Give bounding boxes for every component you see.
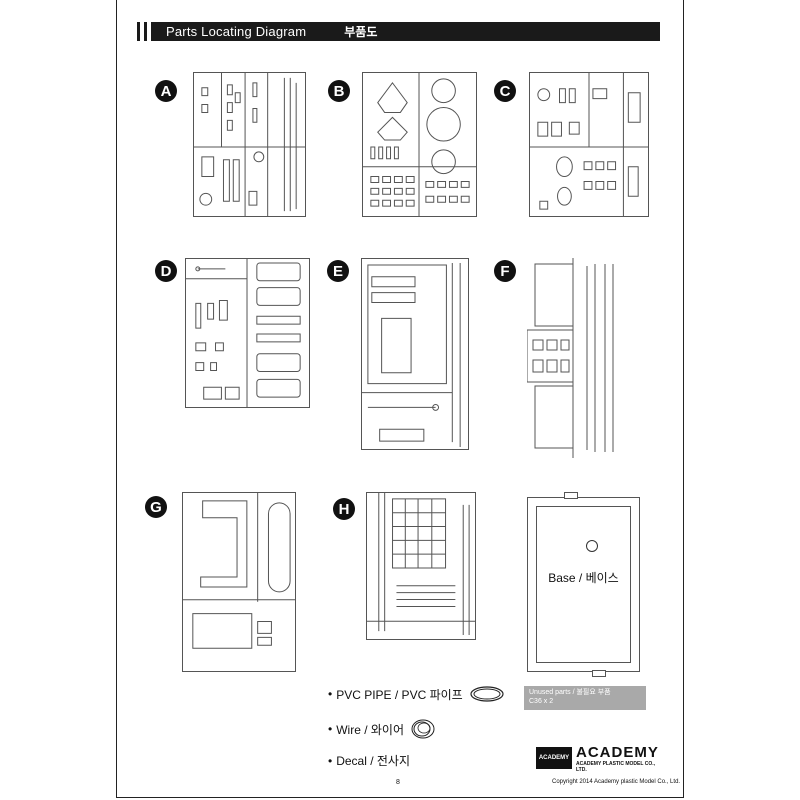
sprue-g-diagram <box>182 492 296 672</box>
unused-parts-title: Unused parts / 불필요 부품 <box>529 689 611 696</box>
academy-logo-badge: ACADEMY <box>536 747 572 769</box>
unused-parts-box: Unused parts / 불필요 부품 C36 x 2 <box>524 686 646 710</box>
sprue-f-parts <box>527 258 627 458</box>
sprue-c-diagram <box>529 72 649 217</box>
sprue-label-b: B <box>328 80 350 102</box>
base-tab-top <box>564 492 578 499</box>
sprue-label-g: G <box>145 496 167 518</box>
base-label: Base / 베이스 <box>548 571 619 585</box>
sprue-a-diagram <box>193 72 306 217</box>
sprue-h-parts <box>367 493 475 639</box>
brand-area: ACADEMY ACADEMY ACADEMY PLASTIC MODEL CO… <box>536 744 660 774</box>
unused-parts-items: C36 x 2 <box>529 698 554 705</box>
legend-decal: • Decal / 전사지 <box>328 753 411 769</box>
sprue-e-parts <box>362 259 468 449</box>
base-tab-bottom <box>592 670 606 677</box>
sprue-d-diagram <box>185 258 310 408</box>
sprue-e-diagram <box>361 258 469 450</box>
base-hole-icon <box>586 540 598 552</box>
sprue-c-parts <box>530 73 648 216</box>
legend-wire: • Wire / 와이어 <box>328 717 438 741</box>
base-inner-frame: Base / 베이스 <box>536 506 631 663</box>
sprue-label-e: E <box>327 260 349 282</box>
page-title-korean: 부품도 <box>344 25 378 39</box>
sprue-a-parts <box>194 73 305 216</box>
legend-pvc-pipe: • PVC PIPE / PVC 파이프 <box>328 684 507 704</box>
pvc-pipe-icon <box>470 686 504 702</box>
sprue-d-parts <box>186 259 309 407</box>
brand-name: ACADEMY <box>576 744 659 761</box>
legend-decal-label: Decal / 전사지 <box>336 754 411 768</box>
sprue-b-diagram <box>362 72 477 217</box>
sprue-b-parts <box>363 73 476 216</box>
sprue-label-c: C <box>494 80 516 102</box>
sprue-label-d: D <box>155 260 177 282</box>
copyright-text: Copyright 2014 Academy plastic Model Co.… <box>552 779 681 785</box>
base-diagram: Base / 베이스 <box>527 492 640 677</box>
wire-icon <box>411 719 435 739</box>
brand-company: ACADEMY PLASTIC MODEL CO., LTD. <box>576 761 655 773</box>
legend-pvc-pipe-label: PVC PIPE / PVC 파이프 <box>336 687 463 702</box>
page-title: Parts Locating Diagram <box>166 24 307 39</box>
sprue-f-diagram <box>527 258 627 458</box>
page-number: 8 <box>396 779 400 786</box>
sprue-label-a: A <box>155 80 177 102</box>
sprue-label-h: H <box>333 498 355 520</box>
legend-wire-label: Wire / 와이어 <box>336 722 404 737</box>
sprue-label-f: F <box>494 260 516 282</box>
title-bar: Parts Locating Diagram 부품도 <box>137 22 660 41</box>
sprue-h-diagram <box>366 492 476 640</box>
title-bars-icon <box>137 22 158 41</box>
sprue-g-parts <box>183 493 295 671</box>
